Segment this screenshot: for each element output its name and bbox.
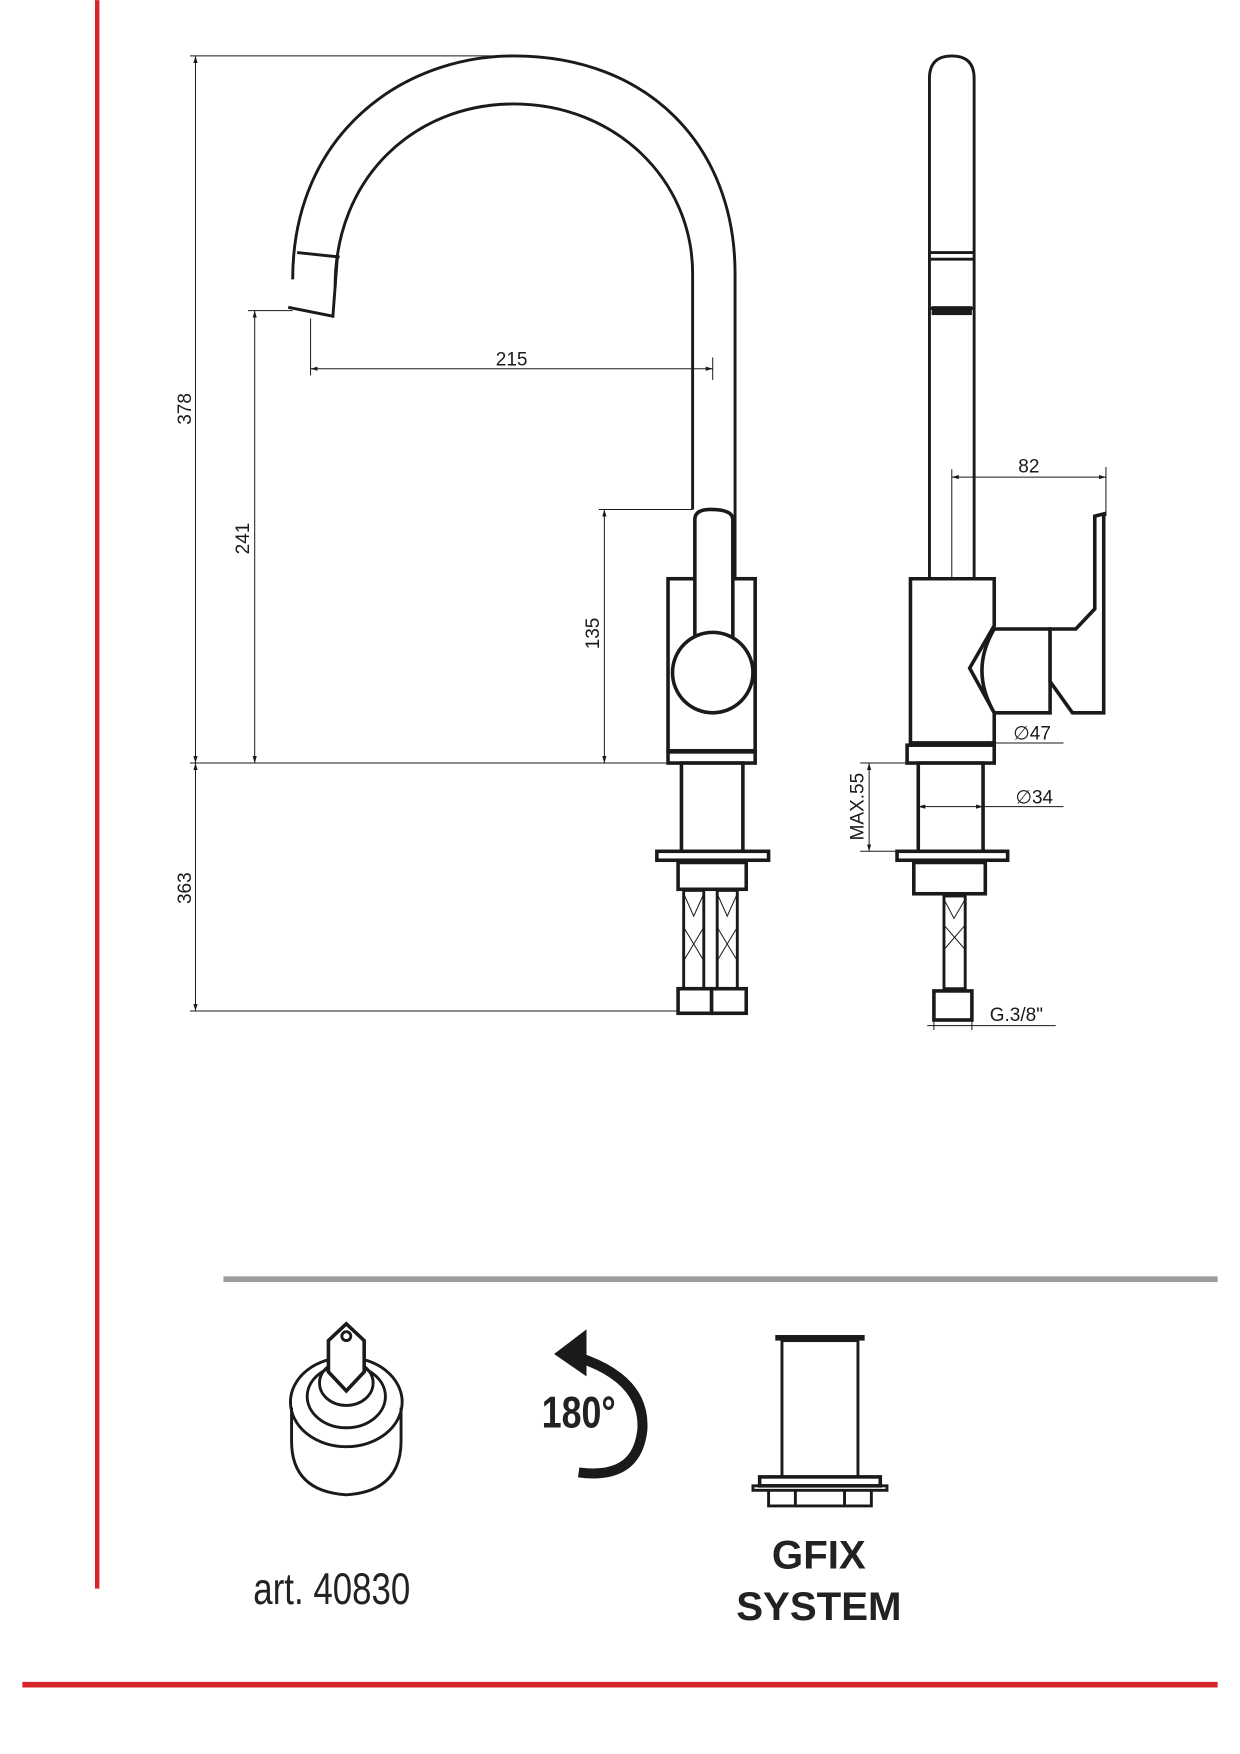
- gfix-label-line2: SYSTEM: [736, 1584, 901, 1629]
- dim-handle-reach: 82: [1018, 457, 1039, 478]
- front-view-faucet: [287, 54, 771, 1016]
- dim-below-deck: 363: [175, 872, 196, 904]
- dim-body-diameter: ∅47: [1013, 724, 1051, 745]
- rotation-180-icon: 180°: [542, 1329, 648, 1479]
- dim-spout-height: 241: [233, 523, 254, 555]
- dim-total-height: 378: [175, 393, 196, 425]
- rotation-label: 180°: [542, 1387, 616, 1438]
- dim-connection-thread: G.3/8": [990, 1005, 1043, 1026]
- dim-shank-diameter: ∅34: [1015, 787, 1053, 808]
- gfix-system-icon: [751, 1335, 889, 1508]
- cartridge-icon: [288, 1321, 404, 1497]
- dim-spout-reach: 215: [496, 349, 528, 370]
- cartridge-article-label: art. 40830: [253, 1565, 410, 1614]
- dim-handle-height: 135: [583, 618, 604, 650]
- gfix-label-line1: GFIX: [772, 1532, 866, 1577]
- side-view-faucet: [895, 54, 1106, 1022]
- front-view-dimensions: 378 363 241 135 215: [175, 55, 714, 1012]
- dim-max-deck-thickness: MAX.55: [848, 773, 869, 841]
- side-view-dimensions: 82 ∅47 ∅34 MAX.55 G.3/8": [848, 457, 1107, 1031]
